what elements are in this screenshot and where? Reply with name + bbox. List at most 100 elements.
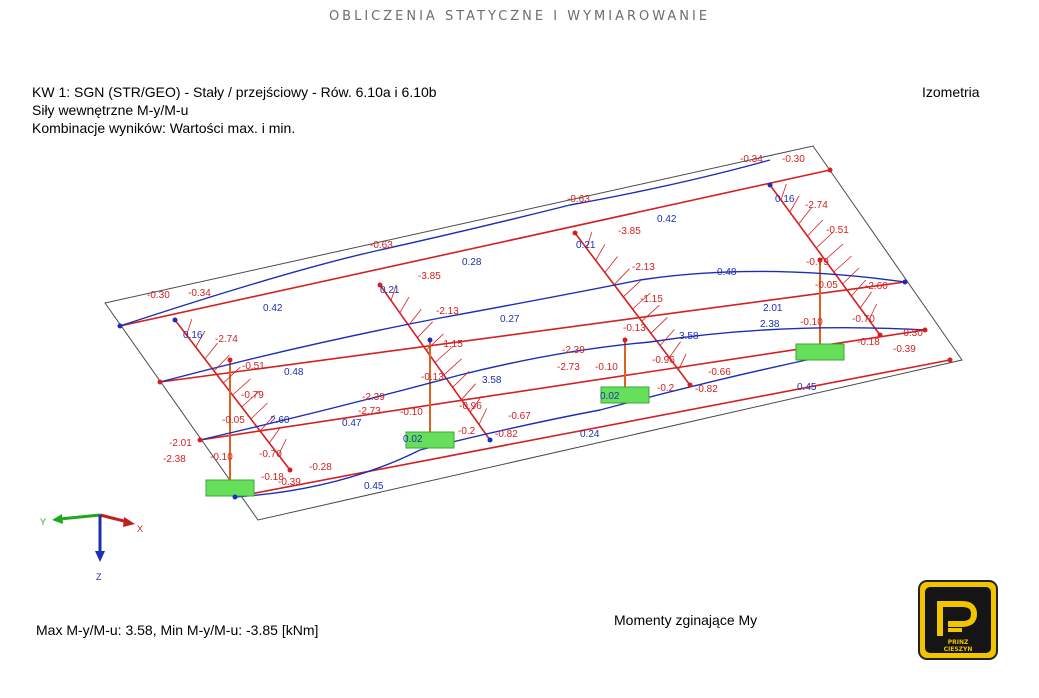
moment-value-label: -3.85 [418,271,441,282]
moment-value-label: 0.45 [364,481,384,492]
node-14 [827,167,833,173]
support-block-3 [600,386,650,404]
moment-value-label: -0.10 [400,407,423,418]
moment-value-label: -0.10 [210,452,233,463]
rafter-hatch-4 [851,279,867,297]
page-title: OBLICZENIA STATYCZNE I WYMIAROWANIE [328,9,711,24]
load-combination-title: KW 1: SGN (STR/GEO) - Stały / przejściow… [32,84,437,100]
y-axis-arrow [59,513,101,521]
moment-value-label: -0.51 [242,361,265,372]
moment-value-label: -0.30 [147,290,170,301]
node-13 [117,323,123,329]
moment-value-label: 0.02 [403,434,423,445]
rafter-hatch-4 [815,231,834,249]
moment-value-label: -2.74 [805,200,828,211]
rafter-hatch-2 [443,358,462,376]
node-19 [232,494,238,500]
moment-value-label: -0.30 [782,154,805,165]
minmax-summary: Max M-y/M-u: 3.58, Min M-y/M-u: -3.85 [k… [36,622,319,638]
logo-top-text: PRINZ [948,639,969,646]
moment-value-label: 0.28 [462,257,482,268]
moment-value-label: 0.16 [183,330,203,341]
moment-value-label: -0.13 [421,372,444,383]
x-axis-label: X [137,524,143,534]
moment-value-label: -1.15 [640,294,663,305]
moment-value-label: -0.82 [495,429,518,440]
purlin-line-1 [119,169,831,327]
moment-value-label: 0.02 [600,391,620,402]
frame-members [104,145,963,521]
node-18 [922,327,928,333]
purlin-moment-curve-4 [234,354,831,498]
rafter-hatch-2 [417,321,434,338]
moment-value-label: 0.21 [380,285,400,296]
moment-value-label: 0.42 [263,303,283,314]
rafter-hatch-4 [780,183,787,201]
moment-value-label: 0.48 [284,367,304,378]
rafter-hatch-1 [213,354,230,372]
node-9 [227,357,233,363]
moment-value-label: 0.45 [797,382,817,393]
node-1 [172,317,178,323]
rafter-hatch-4 [798,207,812,225]
rafter-hatch-1 [278,438,287,456]
moment-value-label: -2.73 [557,362,580,373]
moment-value-label: -0.63 [567,194,590,205]
rafter-hatch-1 [259,414,275,432]
rafter-hatch-1 [241,390,260,408]
node-2 [287,467,293,473]
moment-value-label: -0.10 [595,362,618,373]
rafter-hatch-4 [789,195,800,213]
node-5 [572,230,578,236]
node-6 [687,382,693,388]
rafter-hatch-3 [678,353,687,370]
rafter-hatch-3 [632,292,651,310]
nodes [117,167,953,500]
node-17 [197,437,203,443]
node-20 [947,357,953,363]
logo-bottom-text: CIESZYN [944,646,973,653]
moment-value-label: 0.16 [775,194,795,205]
rafter-hatch-1 [195,330,206,348]
moment-value-label: -0.18 [261,472,284,483]
moment-value-label: 2.60 [270,415,290,426]
rafter-hatch-1 [232,378,251,396]
node-7 [767,182,773,188]
moment-value-label: -0.96 [459,401,482,412]
moment-value-label: -2.39 [362,392,385,403]
rafter-hatch-2 [425,333,444,351]
purlin-moment-curve-2 [159,270,906,383]
purlin-line-2 [159,281,906,383]
rafter-hatch-3 [659,329,675,346]
rafter-hatch-1 [186,318,193,336]
moment-value-label: 0.24 [580,429,600,440]
rafter-hatch-1 [204,342,218,360]
prinz-logo-icon: PRINZ CIESZYN [918,580,998,660]
moment-value-label: -0.2 [657,383,675,394]
diagram-caption: Momenty zginające My [614,612,758,628]
axis-triad: Y X Z [40,513,143,582]
rafter-hatch-1 [223,366,241,384]
node-16 [902,279,908,285]
moment-value-label: -0.34 [740,154,763,165]
rafter-hatch-4 [859,291,872,309]
node-15 [157,379,163,385]
moment-value-label: -0.79 [241,390,264,401]
moment-value-label: -0.82 [695,384,718,395]
moment-value-label: 3.58 [482,375,502,386]
moment-value-label: -0.28 [309,462,332,473]
rafter-hatch-2 [390,284,397,301]
node-11 [622,337,628,343]
moment-value-label: -2.13 [436,306,459,317]
moment-value-label: -2.73 [358,406,381,417]
moment-value-label: -2.13 [632,262,655,273]
rafter-hatch-1 [268,426,281,444]
node-10 [427,337,433,343]
moment-value-label: -0.66 [708,367,731,378]
rafter-hatch-3 [604,256,618,273]
rafter-hatch-2 [461,383,477,400]
rafter-hatch-3 [641,304,660,322]
x-axis-arrow [99,513,129,524]
rafter-hatch-4 [824,243,844,261]
moment-value-label: -2.01 [169,438,192,449]
